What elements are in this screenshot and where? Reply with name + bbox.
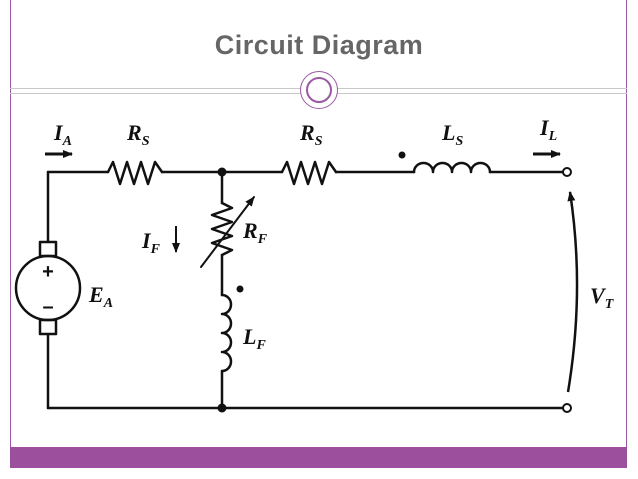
label-rf-sub: F: [257, 232, 268, 247]
footer-accent-bar: [10, 447, 627, 468]
label-lf-sub: F: [255, 338, 266, 353]
junction-dot-top: [217, 167, 227, 177]
label-il-sub: L: [548, 129, 558, 144]
label-ea-main: E: [88, 282, 104, 307]
vt-arrow: [566, 191, 579, 393]
terminal-bottom: [562, 403, 572, 413]
frame-right-line: [626, 0, 627, 448]
label-rf: RF: [242, 218, 268, 247]
terminal-top: [562, 167, 572, 177]
resistor-rs1: [106, 160, 164, 186]
label-rs2-sub: S: [315, 134, 323, 149]
polarity-dot-ls: [398, 151, 406, 159]
label-if: IF: [141, 228, 161, 257]
label-ls-sub: S: [455, 134, 463, 149]
label-vt: VT: [590, 283, 615, 312]
label-il-main: I: [539, 115, 550, 140]
label-il: IL: [539, 115, 557, 144]
polarity-dot-lf: [236, 285, 244, 293]
inductor-ls: [412, 161, 492, 174]
resistor-rf: [210, 201, 234, 257]
title-ornament: [300, 71, 338, 109]
inductor-lf: [220, 293, 233, 373]
title-ornament-ring: [306, 77, 332, 103]
label-vt-sub: T: [605, 297, 615, 312]
label-if-sub: F: [150, 242, 161, 257]
label-ea-sub: A: [103, 296, 113, 311]
label-rs2: RS: [299, 120, 323, 149]
label-ia-sub: A: [62, 134, 72, 149]
rheostat-arrow: [200, 196, 255, 268]
slide-title: Circuit Diagram: [214, 30, 424, 60]
label-rs1: RS: [126, 120, 150, 149]
junction-dot-bottom: [217, 403, 227, 413]
label-rs1-sub: S: [142, 134, 150, 149]
label-if-main: I: [141, 228, 152, 253]
label-lf: LF: [242, 324, 266, 353]
frame-left-line: [10, 0, 11, 448]
label-ea: EA: [88, 282, 113, 311]
source-plus-sign: +: [42, 261, 54, 283]
label-ls-main: L: [441, 120, 455, 145]
source-terminal-top: [38, 240, 58, 258]
resistor-rs2: [280, 160, 338, 186]
source-minus-sign: –: [42, 296, 53, 318]
label-rf-main: R: [242, 218, 258, 243]
label-rs2-main: R: [299, 120, 315, 145]
label-ia: IA: [53, 120, 72, 149]
label-lf-main: L: [242, 324, 256, 349]
label-ls: LS: [441, 120, 463, 149]
source-terminal-bottom: [38, 318, 58, 336]
label-vt-main: V: [590, 283, 607, 308]
label-ia-main: I: [53, 120, 64, 145]
label-rs1-main: R: [126, 120, 142, 145]
